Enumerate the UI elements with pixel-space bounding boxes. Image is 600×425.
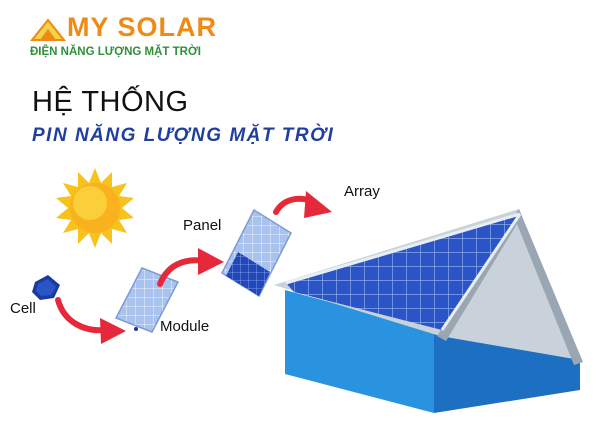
arrow-cell-to-module <box>55 297 126 344</box>
arrow-module-to-panel <box>157 248 224 287</box>
label-module: Module <box>160 318 210 335</box>
page-title: HỆ THỐNG <box>32 86 189 118</box>
brand-name: MY SOLAR <box>67 12 218 42</box>
house-with-array <box>274 209 583 413</box>
label-panel: Panel <box>183 217 222 234</box>
logo[interactable]: MY SOLAR ĐIỆN NĂNG LƯỢNG MẶT TRỜI <box>30 12 216 59</box>
panel-icon <box>221 208 292 298</box>
brand-tagline: ĐIỆN NĂNG LƯỢNG MẶT TRỜI <box>30 46 201 58</box>
label-array: Array <box>344 183 380 200</box>
arrow-panel-to-array <box>273 191 332 218</box>
page-subtitle: PIN NĂNG LƯỢNG MẶT TRỜI <box>32 125 335 146</box>
label-cell: Cell <box>10 300 36 317</box>
cell-icon <box>32 275 60 300</box>
sun-icon <box>56 168 134 248</box>
logo-house-icon <box>30 18 66 41</box>
